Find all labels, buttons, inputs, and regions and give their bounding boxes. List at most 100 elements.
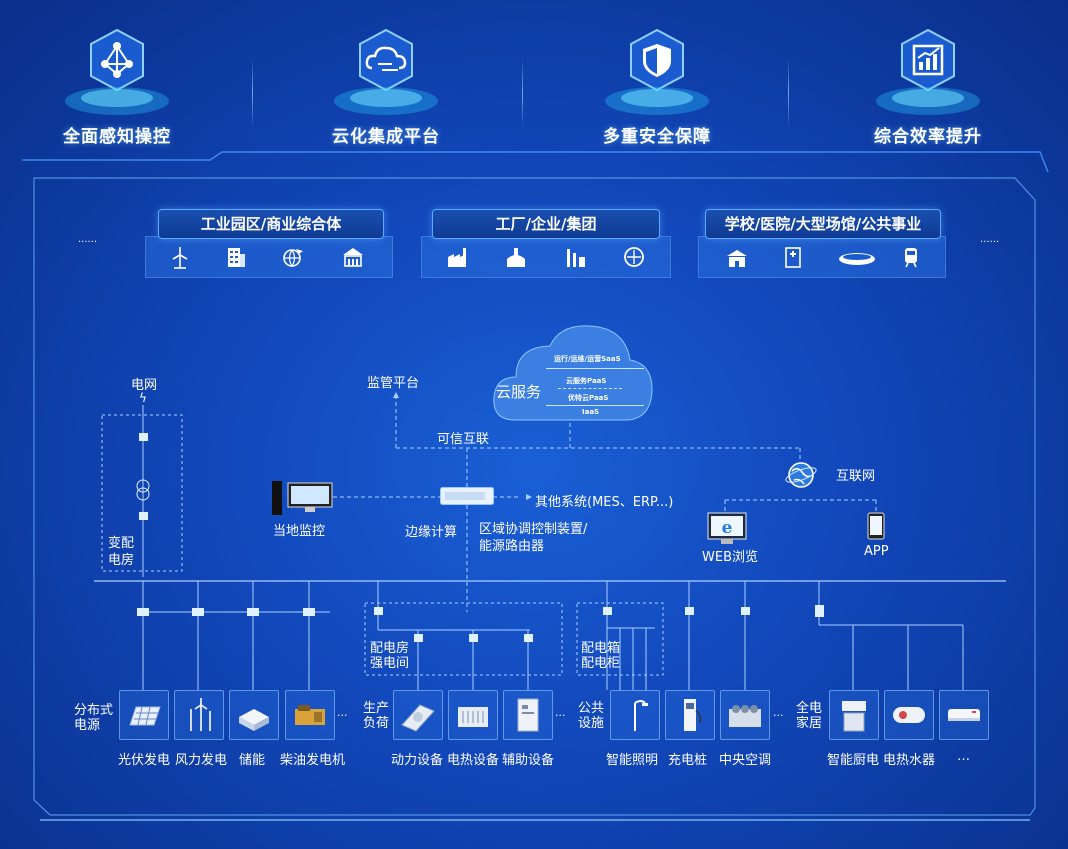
monitor-icon [272, 481, 333, 515]
cloud-layer-paas-2: 优特云PaaS [568, 394, 609, 402]
platform-base [602, 84, 712, 118]
globe-icon [785, 462, 817, 488]
feature-label: 综合效率提升 [874, 127, 982, 147]
smart-kitchen-box [829, 690, 879, 740]
group-label-public: 公共 设施 [578, 701, 605, 731]
central-ac-box [720, 690, 770, 740]
platform-base [62, 84, 172, 118]
solar-panel-box [119, 690, 169, 740]
cloud-icon [354, 26, 418, 98]
mall-icon [341, 245, 365, 269]
device-label: 智能照明 [606, 753, 659, 768]
stadium-icon [837, 245, 877, 269]
school-icon [725, 245, 749, 269]
group-dots-3: ... [773, 706, 784, 719]
local-monitor-label: 当地监控 [273, 524, 326, 539]
category-icons-public [698, 236, 946, 278]
factory-icon [446, 245, 470, 269]
device-label: 光伏发电 [118, 753, 171, 768]
charging-pile-box [665, 690, 715, 740]
cloud-divider [546, 405, 644, 406]
plant-icon [504, 245, 528, 269]
office-building-icon [224, 245, 248, 269]
device-label: 风力发电 [175, 753, 228, 768]
air-conditioner-box [939, 690, 989, 740]
supervision-label: 监管平台 [367, 376, 420, 391]
feature-perception: 全面感知操控 [42, 22, 192, 147]
edge-label: 边缘计算 [405, 525, 458, 540]
device-label: 充电桩 [668, 753, 708, 768]
lightning-icon: ϟ [139, 391, 147, 405]
feature-label: 云化集成平台 [332, 127, 440, 147]
shield-icon [625, 26, 689, 98]
network-nodes-icon [85, 26, 149, 98]
platform-base [873, 84, 983, 118]
device-label: 柴油发电机 [280, 753, 346, 768]
web-browser-icon: e [707, 512, 747, 544]
category-factory: 工厂/企业/集团 [432, 209, 660, 239]
group-label-home: 全电 家居 [796, 701, 823, 731]
device-label: 储能 [239, 753, 266, 768]
device-label: 中央空调 [719, 753, 772, 768]
phone-icon [867, 512, 885, 540]
smart-lighting-box [610, 690, 660, 740]
web-label: WEB浏览 [702, 550, 758, 565]
power-equipment-box [393, 690, 443, 740]
industrial-icon [564, 245, 588, 269]
left-ellipsis: ...... [78, 234, 98, 245]
electric-heating-box [448, 690, 498, 740]
device-label: 辅助设备 [502, 753, 555, 768]
hospital-icon [781, 245, 805, 269]
group-dots-1: ... [337, 706, 348, 719]
other-systems-label: 其他系统(MES、ERP...) [535, 495, 674, 510]
svg-text:e: e [722, 518, 733, 538]
group-label-production: 生产 负荷 [363, 701, 390, 731]
train-icon [899, 245, 923, 269]
cloud-layer-saas: 运行/运维/运营SaaS [554, 355, 621, 363]
cloud-title: 云服务 [496, 383, 542, 401]
cloud-divider [558, 388, 622, 389]
group-dots-2: ... [555, 706, 566, 719]
divider [252, 58, 253, 128]
group-label-distributed: 分布式 电源 [74, 703, 114, 733]
wind-power-box [174, 690, 224, 740]
diesel-generator-box [285, 690, 335, 740]
divider [788, 58, 789, 128]
category-icons-industrial-park [145, 236, 393, 278]
cloud-layer-iaas: IaaS [582, 408, 600, 416]
edge-device-icon [440, 487, 494, 505]
device-label: 动力设备 [391, 753, 444, 768]
energy-storage-box [229, 690, 279, 740]
substation-label: 变配 电房 [108, 536, 135, 568]
router-label: 区域协调控制装置/ 能源路由器 [479, 522, 588, 554]
right-ellipsis: ...... [980, 234, 1000, 245]
feature-label: 多重安全保障 [603, 127, 711, 147]
trusted-label: 可信互联 [437, 432, 490, 447]
feature-efficiency: 综合效率提升 [853, 22, 1003, 147]
feature-cloud: 云化集成平台 [311, 22, 461, 147]
feature-label: 全面感知操控 [63, 127, 171, 147]
feature-security: 多重安全保障 [582, 22, 732, 147]
bottom-ellipsis: … [957, 749, 970, 764]
category-industrial-park: 工业园区/商业综合体 [158, 209, 384, 239]
globe-plane-icon [281, 245, 305, 269]
category-public: 学校/医院/大型场馆/公共事业 [705, 209, 941, 239]
cloud-shape [493, 325, 653, 421]
app-label: APP [864, 544, 889, 559]
device-label: 电热水器 [883, 753, 936, 768]
platform-base [331, 84, 441, 118]
grid-label: 电网 [131, 378, 158, 393]
device-label: 电热设备 [447, 753, 500, 768]
internet-label: 互联网 [836, 469, 876, 484]
cloud-layer-paas-1: 云服务PaaS [566, 377, 607, 385]
device-label: 智能厨电 [827, 753, 880, 768]
distribution-box-label: 配电箱 配电柜 [581, 641, 621, 671]
divider [522, 58, 523, 128]
category-icons-factory [421, 236, 671, 278]
auxiliary-equipment-box [503, 690, 553, 740]
cloud-divider [546, 368, 644, 369]
water-heater-box [884, 690, 934, 740]
power-plant-icon [622, 245, 646, 269]
distribution-room-label: 配电房 强电间 [370, 641, 410, 671]
